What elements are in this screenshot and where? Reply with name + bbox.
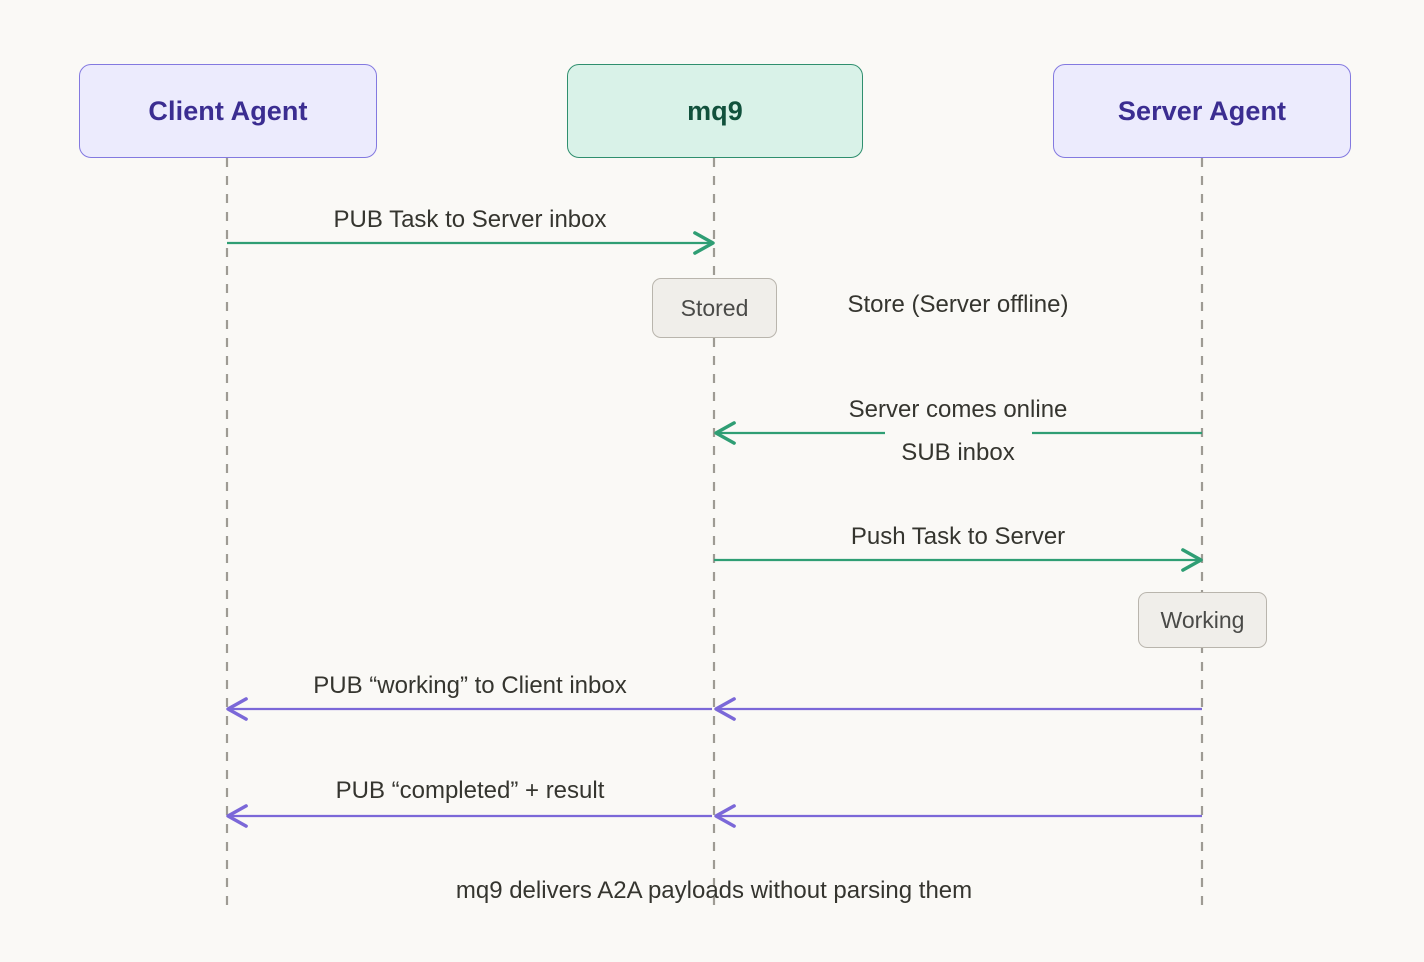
state-note-working-label: Working	[1160, 606, 1245, 633]
message-label-pub-completed-plus-result: PUB “completed” + result	[335, 777, 605, 804]
message-label-pub-task-to-server-inbox: PUB Task to Server inbox	[333, 206, 607, 233]
participant-mq9[interactable]: mq9	[567, 64, 863, 158]
participant-client-agent[interactable]: Client Agent	[79, 64, 377, 158]
message-label-pub-working-to-client-inbox: PUB “working” to Client inbox	[313, 672, 627, 699]
message-label-sub-inbox: SUB inbox	[901, 439, 1015, 466]
participant-mq9-label: mq9	[687, 95, 743, 126]
message-label-server-comes-online: Server comes online	[848, 396, 1068, 423]
state-note-stored-label: Stored	[680, 294, 749, 321]
footer-note: mq9 delivers A2A payloads without parsin…	[455, 877, 973, 904]
participant-server-agent[interactable]: Server Agent	[1053, 64, 1351, 158]
participant-client-agent-label: Client Agent	[148, 95, 308, 126]
message-label-push-task-to-server: Push Task to Server	[850, 523, 1066, 550]
participant-server-agent-label: Server Agent	[1117, 95, 1287, 126]
state-note-stored: Stored	[652, 278, 777, 338]
message-label-store-server-offline: Store (Server offline)	[847, 291, 1069, 318]
state-note-working: Working	[1138, 592, 1267, 648]
